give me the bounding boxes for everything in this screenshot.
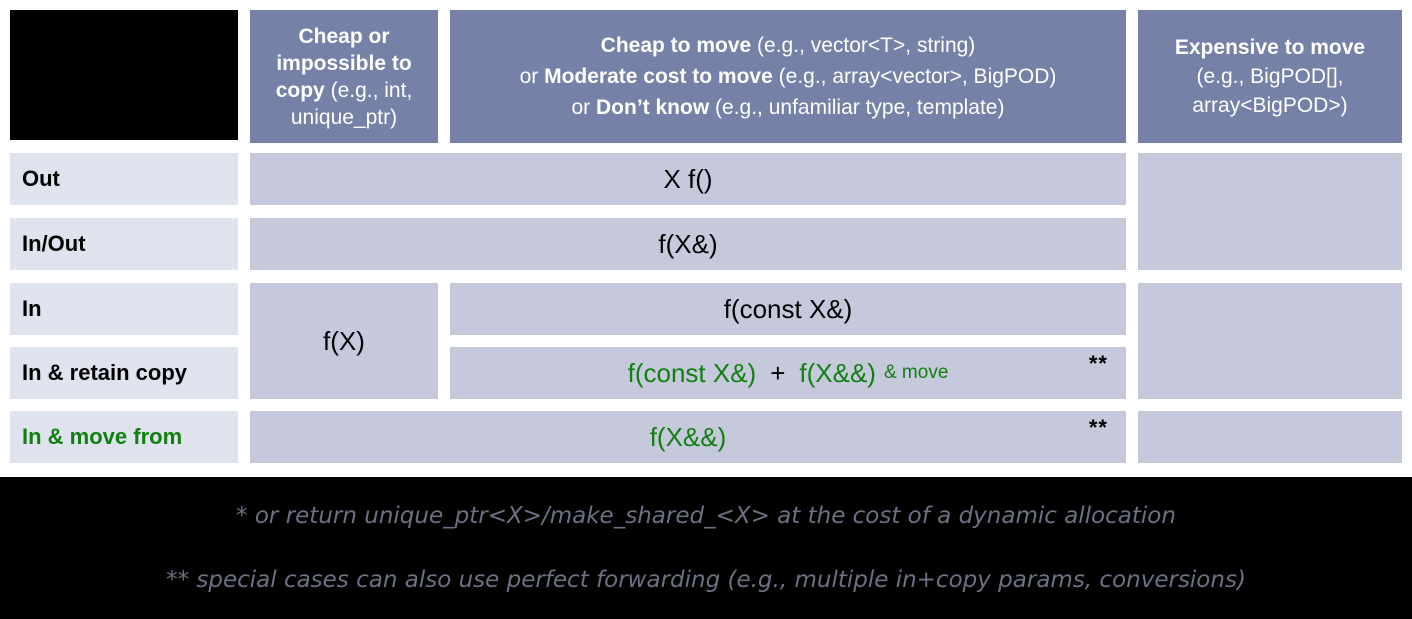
row-label-in-out: In/Out — [10, 218, 238, 270]
cell-move-from-text: f(X&&) — [649, 421, 727, 452]
cell-move-from-f-xrvalue: f(X&&) ** — [250, 411, 1126, 463]
col2-line2-bold: Moderate cost to move — [544, 65, 773, 88]
cell-out-x-f: X f() — [250, 153, 1126, 205]
col2-line3-bold: Don’t know — [596, 96, 710, 119]
col2-line3-rest: (e.g., unfamiliar type, template) — [715, 96, 1005, 119]
footnote-band: * or return unique_ptr<X>/make_shared_<X… — [0, 477, 1412, 619]
col3-examples-line2: array<BigPOD>) — [1192, 94, 1348, 117]
col2-line2-prefix: or — [519, 65, 545, 88]
cell-in-expensive-blank — [1138, 283, 1402, 399]
cell-in-mid-text: f(const X&) — [723, 293, 853, 324]
cell-retain-plus: + — [770, 357, 786, 388]
cell-in-f-const-xref: f(const X&) — [450, 283, 1126, 335]
row-label-out: Out — [10, 153, 238, 205]
cell-inout-f-xref: f(X&) — [250, 218, 1126, 270]
cell-out-expensive-blank — [1138, 153, 1402, 270]
row-label-in-retain-copy: In & retain copy — [10, 347, 238, 399]
row-label-in: In — [10, 283, 238, 335]
col1-bold-lead: Cheap or impossible to copy — [275, 24, 412, 102]
col2-line1-rest: (e.g., vector<T>, string) — [757, 34, 976, 57]
col2-line2-rest: (e.g., array<vector>, BigPOD) — [778, 65, 1057, 88]
row-label-in-move-from: In & move from — [10, 411, 238, 463]
footnote-double-star: ** special cases can also use perfect fo… — [166, 567, 1246, 593]
cell-in-col2-text: f(X) — [323, 325, 365, 356]
cell-move-from-expensive-blank — [1138, 411, 1402, 463]
col2-line1-bold: Cheap to move — [600, 34, 752, 57]
corner-blank-cell — [10, 10, 238, 140]
col3-bold-lead: Expensive to move — [1174, 36, 1366, 59]
cell-retain-star-marker: ** — [1088, 351, 1108, 376]
col1-examples: (e.g., int, unique_ptr) — [290, 78, 413, 129]
column-header-cheap-or-impossible-to-copy: Cheap or impossible to copy (e.g., int, … — [250, 10, 438, 143]
cell-in-f-x: f(X) — [250, 283, 438, 399]
column-header-expensive-to-move: Expensive to move (e.g., BigPOD[], array… — [1138, 10, 1402, 143]
col2-line3-prefix: or — [571, 96, 597, 119]
cell-retain-copy-compound: f(const X&) + f(X&&) & move ** — [450, 347, 1126, 399]
cell-inout-text: f(X&) — [658, 228, 718, 259]
col3-examples-line1: (e.g., BigPOD[], — [1196, 65, 1344, 88]
cell-move-from-star-marker: ** — [1088, 415, 1108, 440]
footnote-single-star: * or return unique_ptr<X>/make_shared_<X… — [236, 503, 1176, 529]
column-header-cheap-to-move: Cheap to move (e.g., vector<T>, string) … — [450, 10, 1126, 143]
cell-retain-left-text: f(const X&) — [627, 357, 757, 388]
cell-retain-right-note: & move — [883, 362, 949, 383]
cell-retain-right-text: f(X&&) — [799, 357, 876, 388]
cell-out-text: X f() — [663, 163, 713, 194]
